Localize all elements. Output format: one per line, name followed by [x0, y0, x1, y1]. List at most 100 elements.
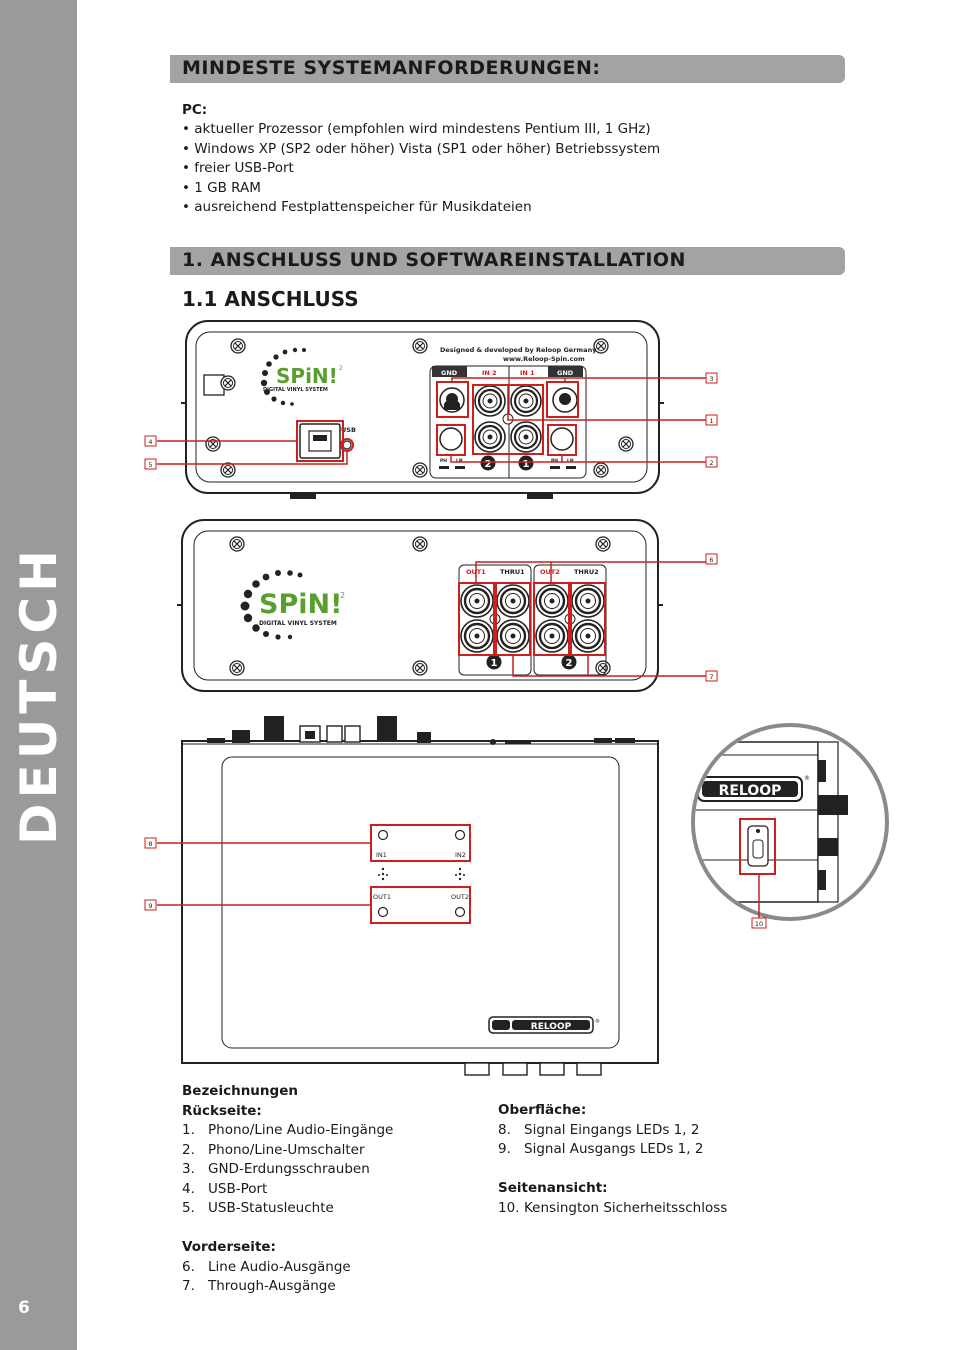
legend-item: 3.GND-Erdungsschrauben — [182, 1161, 370, 1177]
output-led-icon — [454, 906, 466, 918]
pc-label: PC: — [182, 102, 208, 118]
legend-item: 8.Signal Eingangs LEDs 1, 2 — [498, 1121, 700, 1138]
requirement-item: • aktueller Prozessor (empfohlen wird mi… — [182, 121, 651, 137]
top-brand-text: RELOOP — [531, 1022, 572, 1032]
subsection-title: 1.1 ANSCHLUSS — [182, 287, 359, 311]
legend-heading: Bezeichnungen — [182, 1083, 298, 1099]
line-output-jack-icon — [534, 583, 570, 619]
spin-logo-sub: DIGITAL VINYL SYSTEM — [263, 387, 328, 393]
legend-item: 4.USB-Port — [182, 1180, 268, 1197]
requirement-item: • Windows XP (SP2 oder höher) Vista (SP1… — [182, 140, 661, 157]
input-led-icon — [377, 829, 389, 841]
side-brand-text: RELOOP — [719, 783, 782, 799]
screw-icon — [220, 375, 236, 391]
spin-logo-sup: 2 — [339, 365, 343, 372]
screw-icon — [205, 436, 221, 452]
callout-highlights — [739, 818, 776, 875]
callout-1: 1 — [709, 417, 713, 425]
phono-line-input-jack-icon — [473, 420, 507, 454]
thru1-label: THRU1 — [500, 568, 525, 576]
callout-6: 6 — [709, 556, 713, 564]
screw-icon — [229, 536, 245, 552]
callout-8: 8 — [148, 840, 152, 848]
legend-item: 9.Signal Ausgangs LEDs 1, 2 — [498, 1141, 704, 1157]
callout-2: 2 — [709, 459, 713, 467]
requirement-item: • ausreichend Festplattenspeicher für Mu… — [182, 199, 532, 215]
legend-item: 1.Phono/Line Audio-Eingänge — [182, 1122, 394, 1138]
gnd-screw-icon — [552, 387, 578, 413]
phono-line-input-jack-icon — [509, 384, 543, 418]
top-in2-label: IN2 — [455, 851, 466, 859]
requirement-item: • freier USB-Port — [182, 160, 294, 176]
section-title-requirements: MINDESTE SYSTEMANFORDERUNGEN: — [182, 57, 601, 79]
rear-panel: SPiN! 2 DIGITAL VINYL SYSTEM Designed & … — [157, 320, 706, 499]
channel-2-number: 2 — [485, 459, 492, 470]
screw-icon — [618, 436, 634, 452]
callout-labels: 3 1 2 4 5 6 7 8 9 10 — [144, 372, 767, 929]
legend-top-title: Oberfläche: — [498, 1102, 587, 1118]
legend-item: 7.Through-Ausgänge — [182, 1278, 336, 1294]
channel-1-number: 1 — [523, 459, 530, 470]
top-view: IN1 IN2 OUT1 OUT2 RELOOP ® — [157, 716, 659, 1076]
in2-label: IN 2 — [482, 369, 497, 377]
gnd-label: GND — [557, 369, 574, 377]
through-output-jack-icon — [495, 583, 531, 619]
line-output-jack-icon — [534, 618, 570, 654]
screw-icon — [595, 660, 611, 676]
legend-left: Bezeichnungen Rückseite: 1.Phono/Line Au… — [182, 1082, 393, 1297]
front-panel: SPiN! 2 DIGITAL VINYL SYSTEM OUT1 THRU1 … — [177, 519, 706, 692]
callout-10: 10 — [755, 920, 763, 928]
legend-item: 6.Line Audio-Ausgänge — [182, 1258, 351, 1275]
gnd-screw-icon — [439, 387, 465, 413]
in1-label: IN 1 — [520, 369, 535, 377]
page-number: 6 — [18, 1298, 30, 1318]
legend-right: Oberfläche: 8.Signal Eingangs LEDs 1, 2 … — [498, 1101, 727, 1218]
screw-icon — [220, 462, 236, 478]
usb-label: USB — [341, 426, 356, 434]
phono-line-input-jack-icon — [473, 384, 507, 418]
screw-icon — [595, 536, 611, 552]
requirements-list: • aktueller Prozessor (empfohlen wird mi… — [182, 120, 660, 218]
top-in1-label: IN1 — [376, 851, 387, 859]
section-title-connection: 1. ANSCHLUSS UND SOFTWAREINSTALLATION — [182, 249, 686, 271]
spin-logo-sub: DIGITAL VINYL SYSTEM — [259, 620, 337, 627]
ln-label: LN — [567, 458, 574, 464]
legend-item: 10.Kensington Sicherheitsschloss — [498, 1199, 728, 1216]
through-output-jack-icon — [570, 583, 606, 619]
spin-logo-dots-icon — [260, 347, 306, 406]
reloop-logo-icon: RELOOP ® — [488, 1016, 600, 1034]
output-led-icon — [377, 906, 389, 918]
section-banner-connection: 1. ANSCHLUSS UND SOFTWAREINSTALLATION — [170, 247, 845, 275]
ph-label: PH — [551, 458, 558, 464]
screw-icon — [412, 660, 428, 676]
language-sidebar: DEUTSCH 6 — [0, 0, 77, 1350]
svg-text:®: ® — [595, 1018, 600, 1025]
channel-1-number: 1 — [491, 658, 498, 669]
top-out2-label: OUT2 — [451, 893, 469, 901]
screw-icon — [412, 462, 428, 478]
switch-icon — [550, 427, 574, 451]
switch-icon — [439, 427, 463, 451]
website-text: www.Reloop-Spin.com — [503, 355, 585, 363]
spin-logo: SPiN! — [259, 589, 342, 620]
line-output-jack-icon — [459, 583, 495, 619]
callout-3: 3 — [709, 375, 713, 383]
spin-logo-sup: 2 — [340, 591, 345, 600]
channel-2-number: 2 — [566, 658, 573, 669]
ph-label: PH — [440, 458, 447, 464]
callout-5: 5 — [148, 461, 152, 469]
designed-by-text: Designed & developed by Reloop Germany — [440, 346, 597, 354]
side-view-zoom: RELOOP ® — [691, 723, 889, 921]
usb-symbol-icon — [378, 867, 465, 881]
gnd-label: GND — [441, 369, 458, 377]
legend-rear-title: Rückseite: — [182, 1102, 262, 1119]
screw-icon — [229, 660, 245, 676]
top-out1-label: OUT1 — [373, 893, 391, 901]
line-output-jack-icon — [459, 618, 495, 654]
callout-9: 9 — [148, 902, 152, 910]
svg-text:®: ® — [804, 775, 810, 782]
callout-4: 4 — [148, 438, 152, 446]
requirement-item: • 1 GB RAM — [182, 179, 261, 196]
screw-icon — [230, 338, 246, 354]
